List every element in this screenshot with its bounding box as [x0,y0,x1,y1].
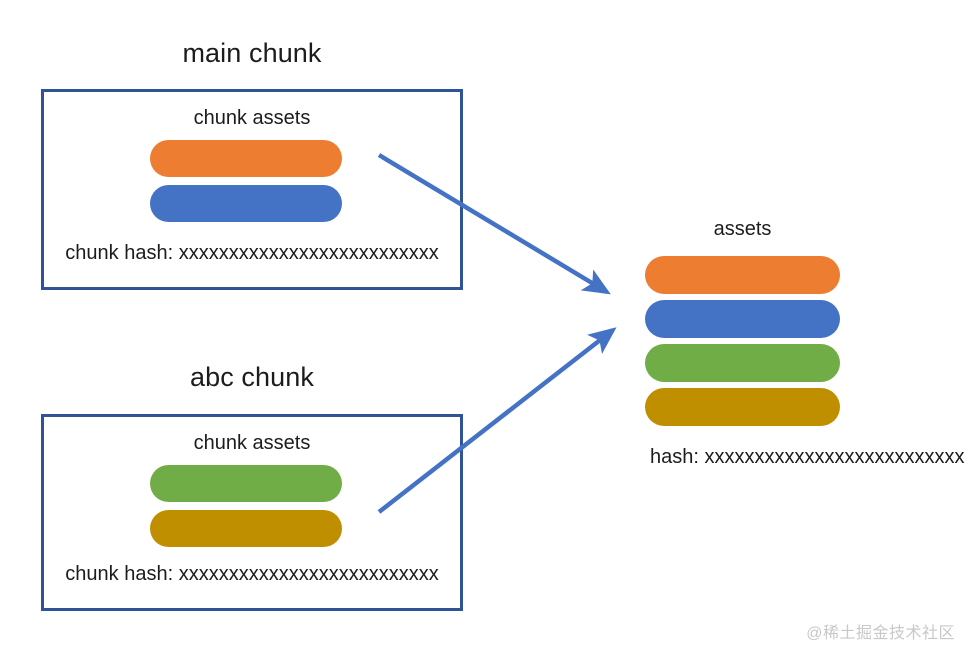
output-hash-label: hash: xxxxxxxxxxxxxxxxxxxxxxxxxx [650,446,965,468]
abc-chunk-asset-gold [150,510,342,547]
main-chunk-asset-stack [150,140,342,222]
abc-chunk-assets-label: chunk assets [193,432,311,454]
output-asset-green [645,344,840,382]
abc-chunk-hash-label: chunk hash: xxxxxxxxxxxxxxxxxxxxxxxxxx [65,563,439,585]
output-asset-gold [645,388,840,426]
output-asset-blue [645,300,840,338]
watermark: @稀土掘金技术社区 [806,625,955,642]
output-assets-group: assets [645,219,840,426]
main-chunk-hash-label: chunk hash: xxxxxxxxxxxxxxxxxxxxxxxxxx [65,242,439,264]
output-asset-stack [645,256,840,426]
main-chunk-asset-blue [150,185,342,222]
abc-chunk-title: abc chunk [190,362,314,392]
main-chunk-box: chunk assets chunk hash: xxxxxxxxxxxxxxx… [41,89,463,290]
main-chunk-title: main chunk [182,38,322,68]
output-asset-orange [645,256,840,294]
abc-chunk-box: chunk assets chunk hash: xxxxxxxxxxxxxxx… [41,414,463,611]
main-chunk-asset-orange [150,140,342,177]
abc-chunk-asset-green [150,465,342,502]
main-chunk-assets-label: chunk assets [193,107,311,129]
abc-chunk-asset-stack [150,465,342,547]
output-assets-label: assets [713,218,772,240]
